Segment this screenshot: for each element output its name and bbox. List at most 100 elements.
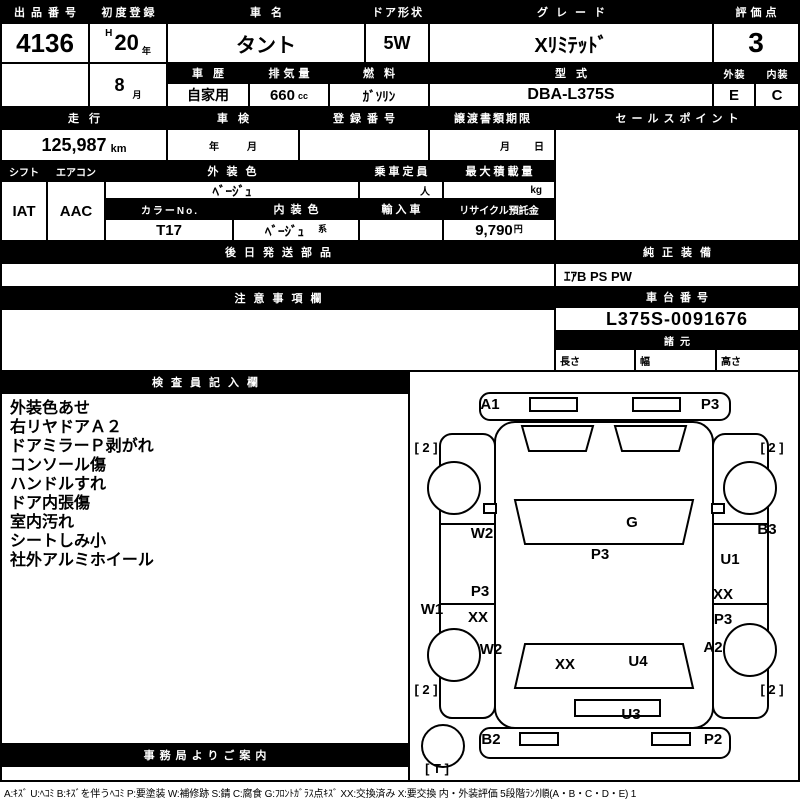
damage-mark-right-edge: B3	[757, 521, 776, 538]
door-shape-header: ドア形状	[366, 2, 428, 22]
interior-color-value: ﾍﾞｰｼﾞｭ 系	[234, 220, 358, 240]
damage-mark-windshield: G	[626, 514, 638, 531]
history-value: 自家用	[168, 84, 248, 106]
sales-point-header: セールスポイント	[556, 108, 798, 128]
mirror-right	[711, 503, 725, 514]
damage-mark-left-rocker: W1	[421, 601, 444, 618]
tire-mark-rear-right: [ 2 ]	[760, 682, 783, 697]
car-name-header: 車名	[168, 2, 364, 22]
capacity-header: 乗車定員	[360, 162, 442, 180]
exterior-grade-value: E	[714, 84, 754, 106]
wheel-front-left	[427, 461, 481, 515]
interior-color-header: 内装色	[234, 200, 358, 218]
inspector-note: ハンドルすれ	[10, 476, 107, 493]
caution-header: 注意事項欄	[2, 288, 554, 308]
mileage-number: 125,987	[41, 134, 107, 155]
inspector-note: ドアミラーＰ剥がれ	[10, 438, 154, 455]
damage-code-legend: A:ｷｽﾞ U:ﾍｺﾐ B:ｷｽﾞを伴うﾍｺﾐ P:要塗装 W:補修跡 S:錆 …	[4, 789, 637, 800]
hood-vent-left	[520, 425, 595, 452]
damage-mark-rear-bumper-right: P2	[704, 731, 722, 748]
auction-no-value: 4136	[2, 24, 88, 62]
spec-length-label: 長さ	[560, 356, 580, 368]
spec-length-cell: 長さ	[556, 350, 634, 370]
max-load-header: 最大積載量	[444, 162, 554, 180]
spare-tire-mark: [ T ]	[425, 761, 449, 776]
inspection-year-label: 年	[209, 141, 219, 153]
inspector-note: 社外アルミホイール	[10, 552, 154, 569]
damage-mark-left-quarter: W2	[480, 641, 503, 658]
spec-width-label: 幅	[640, 356, 650, 368]
headlight-right	[632, 397, 681, 412]
chassis-no-value: L375S-0091676	[556, 308, 798, 330]
damage-mark-right-rear-door-xx: XX	[713, 586, 733, 603]
fuel-value: ｶﾞｿﾘﾝ	[330, 84, 428, 106]
model-code-value: DBA-L375S	[430, 84, 712, 106]
genuine-equipment-value: ｴｱB PS PW	[556, 264, 798, 286]
displacement-value: 660 cc	[250, 84, 328, 106]
tire-mark-front-left: [ 2 ]	[414, 440, 437, 455]
first-reg-year-suffix: 年	[141, 46, 151, 56]
transfer-day-label: 日	[534, 141, 544, 153]
capacity-unit: 人	[420, 186, 430, 198]
first-reg-year: 20	[114, 30, 139, 55]
inspector-note: シートしみ小	[10, 533, 107, 550]
damage-mark-right-rear-door-p3: P3	[714, 611, 732, 628]
damage-mark-rear-u4: U4	[628, 653, 648, 670]
inspector-note: 外装色あせ	[10, 400, 91, 417]
score-value: 3	[714, 24, 798, 62]
rear-bumper	[479, 727, 731, 759]
inspection-value: 年 月	[168, 130, 298, 160]
damage-mark-rear-xx: XX	[555, 656, 575, 673]
hood-vent-right	[613, 425, 688, 452]
recycle-deposit-value: 9,790 円	[444, 220, 554, 240]
auction-no-sub-cell	[2, 64, 88, 106]
interior-color-name: ﾍﾞｰｼﾞｭ	[264, 223, 304, 239]
first-reg-month-suffix: 月	[132, 90, 142, 100]
door-shape-value: 5W	[366, 24, 428, 62]
aircon-header: エアコン	[48, 162, 104, 180]
displacement-number: 660	[269, 86, 295, 104]
color-no-header: カラーNo.	[106, 200, 232, 218]
inspection-header: 車検	[168, 108, 298, 128]
inspector-note: 右リヤドアＡ２	[10, 419, 123, 436]
inspection-month-label: 月	[247, 141, 257, 153]
capacity-value: 人	[360, 182, 442, 198]
displacement-unit: cc	[298, 91, 309, 101]
grade-value: Xﾘﾐﾃｯﾄﾞ	[430, 24, 712, 62]
office-info-area	[2, 767, 408, 780]
recycle-amount: 9,790	[475, 221, 513, 239]
damage-mark-front-right: P3	[701, 396, 719, 413]
import-car-header: 輸入車	[360, 200, 442, 218]
shift-header: シフト	[2, 162, 46, 180]
later-parts-header: 後日発送部品	[2, 242, 554, 262]
office-info-header: 事務局よりご案内	[2, 745, 408, 765]
first-reg-month-cell: 8 月	[90, 64, 166, 106]
inspector-note: コンソール傷	[10, 457, 107, 474]
later-parts-value	[2, 264, 554, 286]
first-reg-value: H 20 年	[90, 24, 166, 62]
interior-grade-value: C	[756, 84, 798, 106]
wheel-rear-left	[427, 628, 481, 682]
exterior-grade-header: 外装	[714, 64, 754, 82]
auction-no-header: 出品番号	[2, 2, 88, 22]
tire-mark-front-right: [ 2 ]	[760, 440, 783, 455]
spec-header: 諸元	[556, 332, 798, 348]
mileage-header: 走行	[2, 108, 166, 128]
car-diagram: A1 P3 [ 2 ] [ 2 ] W2 G P3 B3 U1 W1 P3 XX…	[414, 392, 784, 776]
transfer-deadline-header: 譲渡書類期限	[430, 108, 554, 128]
car-name-value: タント	[168, 24, 364, 62]
registration-no-header: 登録番号	[300, 108, 428, 128]
first-reg-header: 初度登録	[90, 2, 166, 22]
spec-height-label: 高さ	[721, 356, 741, 368]
front-bumper	[479, 392, 731, 421]
exterior-color-header: 外装色	[106, 162, 358, 180]
fuel-header: 燃料	[330, 64, 428, 82]
rear-window	[513, 643, 695, 689]
spec-width-cell: 幅	[636, 350, 715, 370]
score-header: 評価点	[714, 2, 798, 22]
damage-mark-left-rear-door-xx: XX	[468, 609, 488, 626]
model-code-header: 型式	[430, 64, 712, 82]
damage-mark-roof-front: P3	[591, 546, 609, 563]
interior-grade-header: 内装	[756, 64, 798, 82]
